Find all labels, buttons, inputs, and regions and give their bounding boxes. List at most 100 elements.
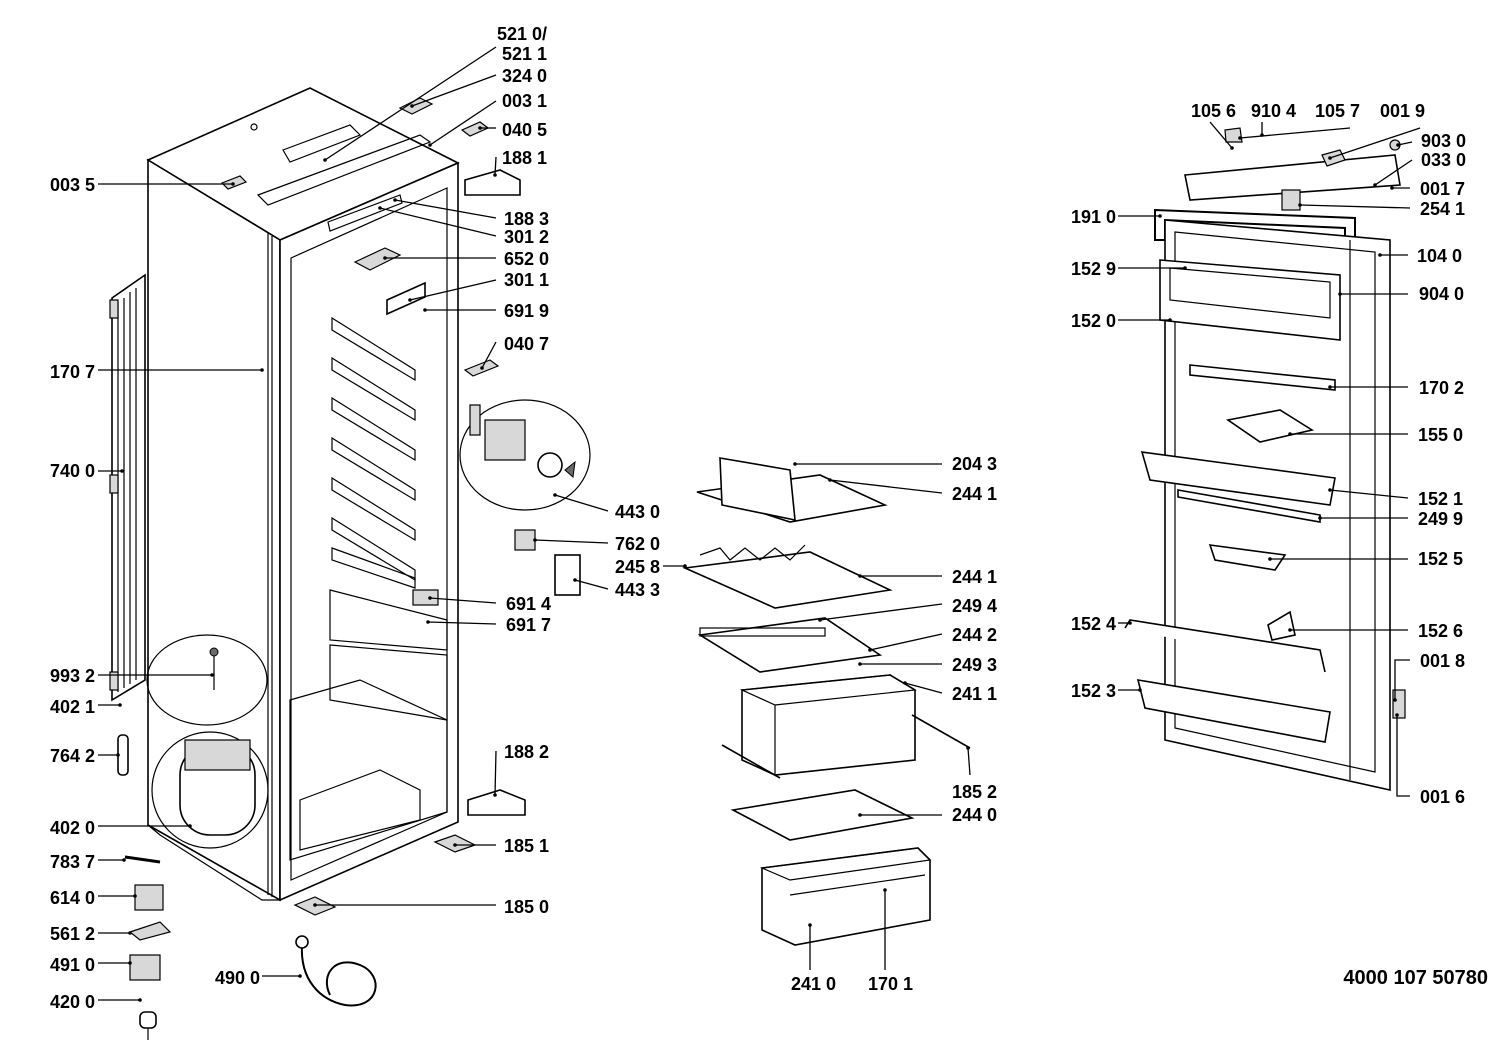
part-label: 249 4 — [952, 596, 997, 616]
leader-line — [1299, 204, 1411, 209]
part-label: 249 9 — [1418, 509, 1463, 529]
leader-tip — [1138, 688, 1142, 692]
leader-tip — [1395, 713, 1399, 717]
part-label: 490 0 — [215, 968, 260, 988]
part-label: 033 0 — [1421, 150, 1466, 170]
leader-tip — [858, 574, 862, 578]
part-label: 614 0 — [50, 888, 95, 908]
part-label: 521 1 — [502, 44, 547, 64]
part-label: 521 0/ — [497, 24, 547, 44]
part-label: 652 0 — [504, 249, 549, 269]
leader-line — [554, 494, 609, 512]
leader-line — [967, 747, 971, 776]
leader-tip — [573, 578, 577, 582]
leader-tip — [313, 903, 317, 907]
leader-tip — [683, 564, 687, 568]
part-label: 993 2 — [50, 666, 95, 686]
leader-tip — [408, 298, 412, 302]
part-label: 152 0 — [1071, 311, 1116, 331]
part-label: 001 7 — [1420, 179, 1465, 199]
leader-line — [1209, 121, 1233, 149]
part-label: 191 0 — [1071, 207, 1116, 227]
leader-tip — [128, 961, 132, 965]
leader-tip — [260, 368, 264, 372]
part-label: 244 2 — [952, 625, 997, 645]
leader-line — [1397, 141, 1413, 146]
leader-tip — [1318, 516, 1322, 520]
part-label: 152 6 — [1418, 621, 1463, 641]
leader-tip — [818, 618, 822, 622]
leader-tip — [410, 104, 414, 108]
part-label: 740 0 — [50, 461, 95, 481]
small-parts-left — [124, 855, 377, 1040]
part-label: 691 4 — [506, 594, 551, 614]
leader-line — [534, 539, 609, 544]
leader-tip — [118, 703, 122, 707]
part-label: 249 3 — [952, 655, 997, 675]
part-label: 003 5 — [50, 175, 95, 195]
leader-tip — [1183, 266, 1187, 270]
leader-tip — [903, 681, 907, 685]
part-label: 152 1 — [1418, 489, 1463, 509]
part-label: 104 0 — [1417, 246, 1462, 266]
leader-tip — [858, 662, 862, 666]
door-drawing — [1124, 127, 1406, 791]
part-label: 241 0 — [791, 974, 836, 994]
leader-line — [574, 579, 609, 590]
leader-tip — [858, 813, 862, 817]
part-label: 152 3 — [1071, 681, 1116, 701]
leader-line — [1396, 715, 1410, 797]
part-label: 105 7 — [1315, 101, 1360, 121]
leader-tip — [883, 888, 887, 892]
leader-tip — [122, 858, 126, 862]
leader-tip — [966, 746, 970, 750]
part-label: 185 2 — [952, 782, 997, 802]
part-label: 402 1 — [50, 697, 95, 717]
leader-tip — [808, 923, 812, 927]
part-label: 910 4 — [1251, 101, 1296, 121]
part-label: 188 1 — [502, 148, 547, 168]
part-label: 691 7 — [506, 615, 551, 635]
fan-assembly-drawing — [459, 399, 591, 511]
leader-tip — [493, 793, 497, 797]
part-label: 561 2 — [50, 924, 95, 944]
leader-tip — [1288, 432, 1292, 436]
leader-tip — [1338, 292, 1342, 296]
leader-tip — [428, 143, 432, 147]
part-label: 443 0 — [615, 502, 660, 522]
leader-tip — [378, 206, 382, 210]
leader-tip — [1128, 621, 1132, 625]
leader-line — [427, 621, 497, 625]
part-label: 762 0 — [615, 534, 660, 554]
part-label: 040 5 — [502, 120, 547, 140]
leader-tip — [1328, 385, 1332, 389]
leader-tip — [116, 753, 120, 757]
part-label: 903 0 — [1421, 131, 1466, 151]
part-label: 691 9 — [504, 301, 549, 321]
leader-tip — [1378, 253, 1382, 257]
leader-tip — [210, 673, 214, 677]
part-label: 152 9 — [1071, 259, 1116, 279]
leader-line — [324, 46, 497, 161]
leader-line — [394, 199, 497, 219]
leader-tip — [1158, 214, 1162, 218]
part-label: 040 7 — [504, 334, 549, 354]
leader-tip — [426, 620, 430, 624]
part-label: 001 8 — [1420, 651, 1465, 671]
leader-line — [1394, 659, 1410, 700]
leader-tip — [1168, 318, 1172, 322]
leader-line — [904, 682, 943, 694]
leader-line — [1329, 127, 1421, 159]
part-label: 170 2 — [1419, 378, 1464, 398]
leader-tip — [493, 173, 497, 177]
part-label: 188 2 — [504, 742, 549, 762]
part-label: 244 0 — [952, 805, 997, 825]
part-label: 491 0 — [50, 955, 95, 975]
part-label: 170 1 — [868, 974, 913, 994]
leader-tip — [323, 158, 327, 162]
part-label: 155 0 — [1418, 425, 1463, 445]
leader-tip — [298, 974, 302, 978]
leader-tip — [1230, 146, 1234, 150]
leader-line — [1239, 127, 1351, 139]
